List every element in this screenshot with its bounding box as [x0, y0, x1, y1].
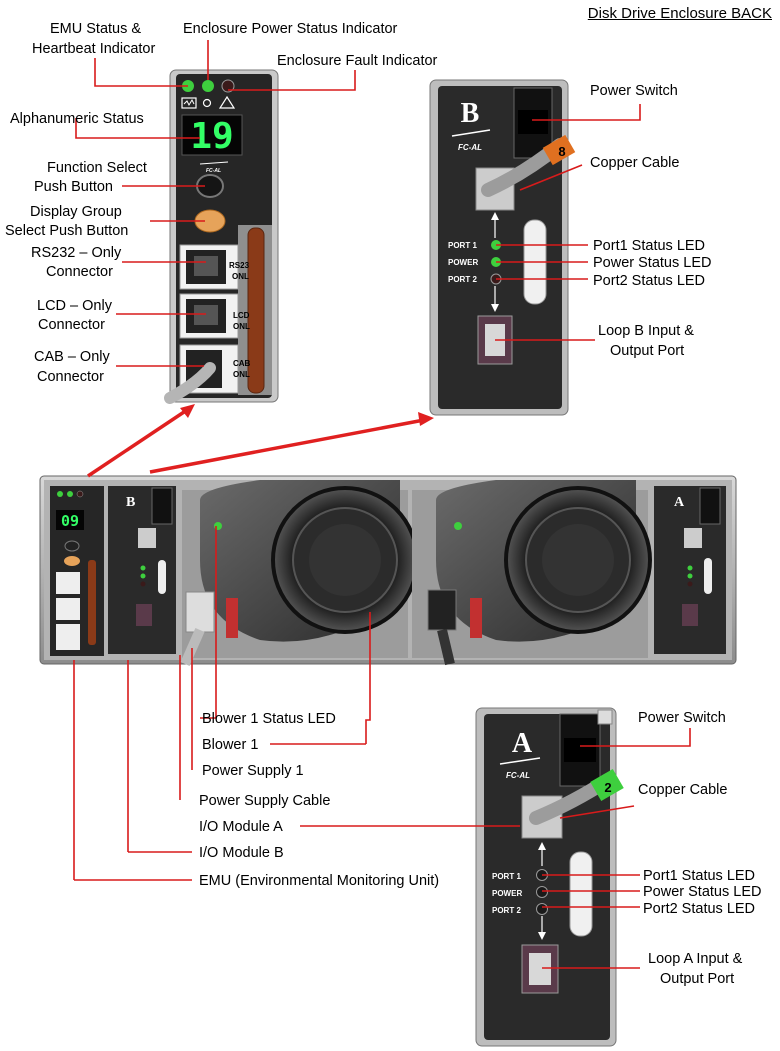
cable-tag-b: 8: [542, 134, 576, 166]
label-io-module-a: I/O Module A: [199, 819, 283, 835]
diagram-title: Disk Drive Enclosure BACK: [587, 5, 772, 22]
label-psu-cable: Power Supply Cable: [199, 793, 330, 809]
svg-text:A: A: [674, 495, 685, 510]
io-module-b-closeup: B FC-AL 8 PORT 1 POWER PORT 2: [429, 79, 576, 416]
cable-tag-a: 2: [590, 768, 624, 802]
label-loop-b: Loop B Input &: [598, 323, 694, 339]
svg-text:RS23: RS23: [229, 261, 250, 270]
svg-text:PORT 1: PORT 1: [448, 241, 477, 250]
label-alphanumeric: Alphanumeric Status: [10, 111, 144, 127]
label-io-module-b: I/O Module B: [199, 845, 284, 861]
label-power-a: Power Status LED: [643, 884, 761, 900]
label-psu: Power Supply 1: [202, 763, 304, 779]
svg-text:POWER: POWER: [492, 889, 522, 898]
label-power-switch-b: Power Switch: [590, 83, 678, 99]
label-loop-a-2: Output Port: [660, 971, 734, 987]
label-emu-status: EMU Status &: [50, 21, 141, 37]
svg-text:PORT 2: PORT 2: [448, 275, 477, 284]
io-module-a-closeup: A FC-AL 2 PORT 1 POWER PORT 2: [475, 707, 624, 1047]
leader-lines: [73, 40, 691, 969]
enclosure-rear-view: 09 B: [39, 475, 737, 667]
svg-text:ONL: ONL: [233, 370, 250, 379]
label-emu-status-2: Heartbeat Indicator: [32, 41, 155, 57]
label-display-group: Display Group: [30, 204, 122, 220]
module-a-letter: A: [512, 728, 533, 759]
label-cab: CAB – Only: [34, 349, 110, 365]
label-blower-led: Blower 1 Status LED: [202, 711, 336, 727]
emu-module-closeup: 19 FC-AL RS23 ONL LCD ONL CAB ONL: [164, 69, 279, 404]
svg-text:B: B: [126, 495, 135, 510]
label-enclosure-power: Enclosure Power Status Indicator: [183, 21, 398, 37]
label-port2-a: Port2 Status LED: [643, 901, 755, 917]
enclosure-power-led: [202, 80, 214, 92]
power-supply-2: [412, 480, 652, 666]
svg-text:8: 8: [558, 144, 565, 159]
label-copper-cable-b: Copper Cable: [590, 155, 679, 171]
label-emu: EMU (Environmental Monitoring Unit): [199, 873, 439, 889]
fc-al-logo: FC-AL: [199, 161, 229, 174]
label-power-switch-a: Power Switch: [638, 710, 726, 726]
port2-led-a: [536, 903, 548, 915]
svg-text:ONL: ONL: [233, 322, 250, 331]
svg-text:ONL: ONL: [232, 272, 249, 281]
io-module-b-mini: B: [108, 486, 176, 654]
status-icons: [181, 95, 236, 109]
label-power-b: Power Status LED: [593, 255, 711, 271]
zoom-arrows: [87, 404, 434, 478]
svg-text:FC-AL: FC-AL: [458, 143, 482, 152]
svg-text:2: 2: [604, 780, 611, 795]
svg-text:FC-AL: FC-AL: [206, 168, 221, 174]
magnify-icon: [597, 709, 613, 725]
label-port1-a: Port1 Status LED: [643, 868, 755, 884]
label-rs232: RS232 – Only: [31, 245, 122, 261]
power-led-a: [536, 886, 548, 898]
label-copper-cable-a: Copper Cable: [638, 782, 727, 798]
label-port2-b: Port2 Status LED: [593, 273, 705, 289]
label-loop-b-2: Output Port: [610, 343, 684, 359]
svg-text:CAB: CAB: [233, 359, 251, 368]
label-lcd: LCD – Only: [37, 298, 113, 314]
alphanumeric-display: [181, 114, 243, 156]
label-cab-2: Connector: [37, 369, 104, 385]
label-loop-a: Loop A Input &: [648, 951, 743, 967]
label-rs232-2: Connector: [46, 264, 113, 280]
svg-text:PORT 1: PORT 1: [492, 872, 521, 881]
module-b-letter: B: [461, 98, 480, 129]
power-supply-1: [180, 480, 419, 667]
emu-mini: 09: [50, 486, 104, 656]
label-blower: Blower 1: [202, 737, 258, 753]
label-lcd-2: Connector: [38, 317, 105, 333]
label-enclosure-fault: Enclosure Fault Indicator: [277, 53, 438, 69]
callout-labels: EMU Status & Heartbeat Indicator Enclosu…: [5, 21, 761, 987]
label-function-select: Function Select: [47, 160, 147, 176]
svg-text:POWER: POWER: [448, 258, 478, 267]
svg-text:LCD: LCD: [233, 311, 250, 320]
alphanumeric-display-value: 19: [190, 116, 233, 157]
label-function-select-2: Push Button: [34, 179, 113, 195]
svg-text:09: 09: [61, 512, 79, 530]
io-module-a-mini: A: [654, 486, 726, 654]
label-display-group-2: Select Push Button: [5, 223, 128, 239]
svg-text:FC-AL: FC-AL: [506, 771, 530, 780]
enclosure-fault-led: [221, 79, 235, 93]
label-port1-b: Port1 Status LED: [593, 238, 705, 254]
svg-text:PORT 2: PORT 2: [492, 906, 521, 915]
